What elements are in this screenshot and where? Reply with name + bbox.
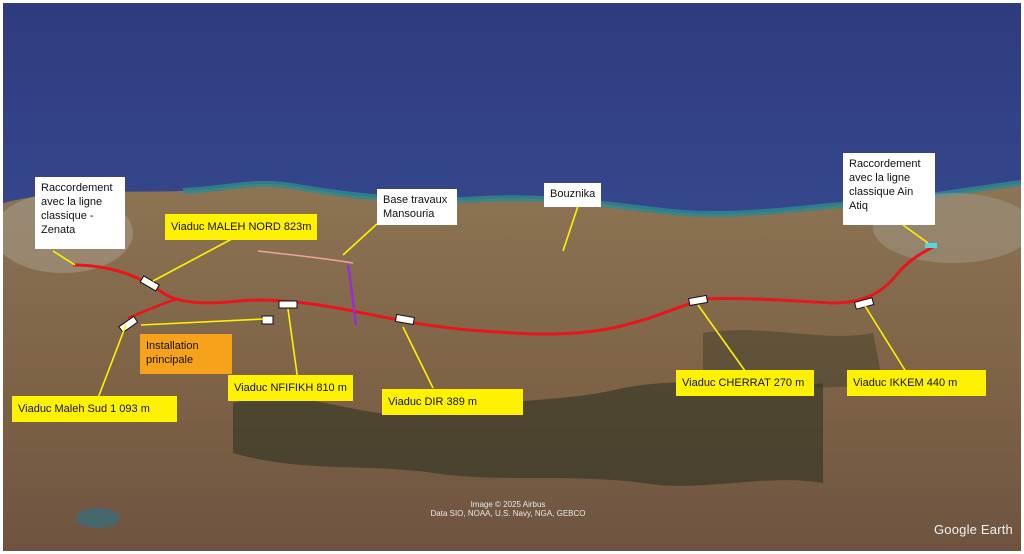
leader-nfifikh xyxy=(287,308,299,382)
data-credit-line: Data SIO, NOAA, U.S. Navy, NGA, GEBCO xyxy=(430,509,586,518)
lgv-route xyxy=(72,245,934,336)
leader-base xyxy=(342,222,379,256)
label-raccordement-ain-atiq: Raccordement avec la ligne classique Ain… xyxy=(843,153,935,225)
base-access-road xyxy=(257,250,354,264)
label-viaduc-dir: Viaduc DIR 389 m xyxy=(382,389,523,415)
forest-zone xyxy=(233,382,823,486)
label-installation-principale: Installation principale xyxy=(140,334,232,374)
leader-ain-atiq xyxy=(902,224,929,244)
satellite-map[interactable]: Raccordement avec la ligne classique - Z… xyxy=(3,3,1021,551)
label-viaduc-maleh-sud: Viaduc Maleh Sud 1 093 m xyxy=(12,396,177,422)
imagery-credit-line: Image © 2025 Airbus xyxy=(470,500,546,509)
label-raccordement-zenata: Raccordement avec la ligne classique - Z… xyxy=(35,177,125,249)
label-bouznika: Bouznika xyxy=(544,183,602,207)
marker-installation xyxy=(261,315,274,325)
base-purple-track xyxy=(346,264,358,326)
marker-maleh-sud xyxy=(118,315,139,334)
leader-maleh-sud xyxy=(97,324,127,399)
label-viaduc-maleh-nord: Viaduc MALEH NORD 823m xyxy=(165,214,318,240)
label-viaduc-cherrat: Viaduc CHERRAT 270 m xyxy=(676,370,814,396)
marker-ain-atiq xyxy=(925,243,937,248)
marker-dir xyxy=(394,313,415,326)
marker-cherrat xyxy=(688,294,709,307)
label-base-travaux: Base travaux Mansouria xyxy=(377,189,457,225)
leader-cherrat xyxy=(697,304,749,376)
lake xyxy=(76,508,120,528)
marker-maleh-nord xyxy=(139,275,160,292)
leader-installation xyxy=(140,318,264,326)
route-spur xyxy=(127,297,179,320)
leader-maleh-nord xyxy=(152,232,244,282)
leader-bouznika xyxy=(562,205,579,252)
leader-lines xyxy=(52,205,929,399)
leader-zenata xyxy=(52,250,76,266)
google-earth-logo: Google Earth xyxy=(933,522,1013,537)
leader-dir xyxy=(402,326,434,389)
map-terrain xyxy=(3,3,1021,551)
label-viaduc-nfifikh: Viaduc NFIFIKH 810 m xyxy=(228,375,353,401)
label-viaduc-ikkem: Viaduc IKKEM 440 m xyxy=(847,370,986,396)
leader-ikkem xyxy=(864,305,909,376)
imagery-credit: Image © 2025 Airbus Data SIO, NOAA, U.S.… xyxy=(423,500,593,518)
marker-nfifikh xyxy=(278,300,298,309)
